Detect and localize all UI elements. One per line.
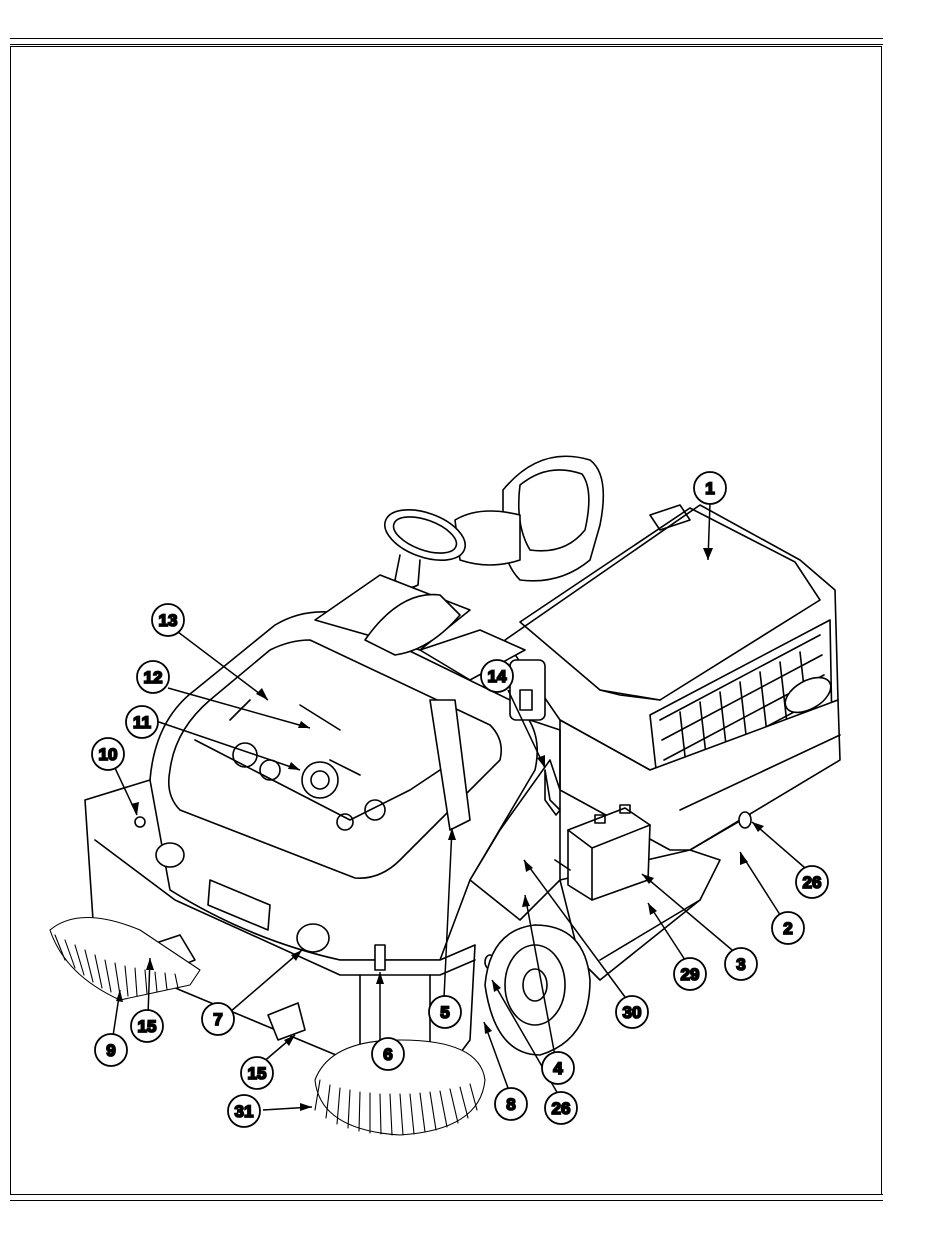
callout-1: 1 (694, 472, 726, 504)
svg-text:31: 31 (235, 1102, 254, 1121)
callout-10: 10 (92, 738, 124, 770)
svg-text:2: 2 (783, 919, 792, 938)
callout-6: 6 (372, 1038, 404, 1070)
callout-2: 2 (772, 912, 804, 944)
callout-14: 14 (481, 660, 513, 692)
svg-text:12: 12 (144, 668, 163, 687)
callout-11: 11 (126, 706, 158, 738)
svg-text:5: 5 (440, 1003, 449, 1022)
svg-text:1: 1 (705, 479, 714, 498)
svg-text:26: 26 (552, 1099, 571, 1118)
callout-8: 8 (495, 1088, 527, 1120)
callout-26-bottom: 26 (545, 1092, 577, 1124)
svg-text:29: 29 (681, 965, 700, 984)
callout-4: 4 (542, 1052, 574, 1084)
svg-text:6: 6 (383, 1045, 392, 1064)
callout-29: 29 (674, 958, 706, 990)
svg-text:9: 9 (106, 1041, 115, 1060)
callout-5: 5 (429, 996, 461, 1028)
callout-26-right: 26 (796, 866, 828, 898)
callout-3: 3 (725, 948, 757, 980)
callout-12: 12 (137, 661, 169, 693)
svg-text:15: 15 (248, 1064, 267, 1083)
svg-text:13: 13 (159, 611, 178, 630)
svg-text:8: 8 (506, 1095, 515, 1114)
callout-15-center: 15 (241, 1057, 273, 1089)
svg-text:14: 14 (488, 667, 507, 686)
svg-text:30: 30 (623, 1003, 642, 1022)
drive-wheel (485, 925, 590, 1055)
callout-31: 31 (228, 1095, 260, 1127)
callout-13: 13 (152, 604, 184, 636)
svg-text:26: 26 (803, 873, 822, 892)
callout-9: 9 (95, 1034, 127, 1066)
callout-15-left: 15 (131, 1010, 163, 1042)
svg-text:15: 15 (138, 1017, 157, 1036)
svg-text:3: 3 (736, 955, 745, 974)
svg-text:4: 4 (553, 1059, 563, 1078)
steering-wheel (378, 500, 472, 588)
svg-text:7: 7 (213, 1010, 222, 1029)
callout-30: 30 (616, 996, 648, 1028)
operator-seat (455, 456, 603, 581)
svg-text:11: 11 (133, 713, 151, 732)
callout-7: 7 (202, 1003, 234, 1035)
svg-text:10: 10 (99, 745, 118, 764)
